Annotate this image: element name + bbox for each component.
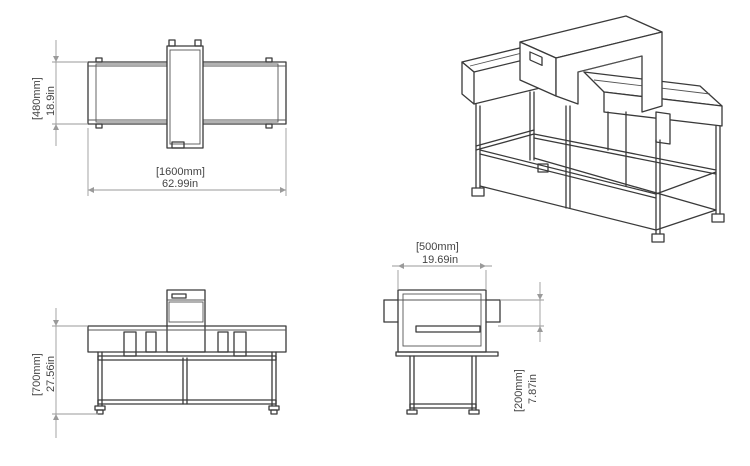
- side-width-dimension: [500mm] 19.69in: [392, 241, 492, 290]
- side-width-in: 19.69in: [422, 254, 458, 266]
- side-height-mm: [200mm]: [513, 369, 525, 412]
- top-length-dimension: [1600mm] 62.99in: [87, 128, 287, 196]
- side-height-in: 7.87in: [527, 374, 539, 404]
- front-height-in: 27.56in: [45, 356, 57, 392]
- top-height-mm: [480mm]: [31, 77, 43, 120]
- top-length-in: 62.99in: [162, 178, 198, 190]
- front-height-mm: [700mm]: [31, 353, 43, 396]
- side-height-dimension: [200mm] 7.87in: [498, 282, 544, 412]
- top-height-dimension: [480mm] 18.9in: [31, 40, 88, 146]
- side-width-mm: [500mm]: [416, 241, 459, 253]
- front-view: [87, 289, 287, 415]
- top-length-mm: [1600mm]: [156, 166, 205, 178]
- front-height-dimension: [700mm] 27.56in: [31, 308, 98, 438]
- side-view: [383, 289, 501, 415]
- top-view: [87, 39, 287, 149]
- isometric-view: [461, 15, 725, 243]
- top-height-in: 18.9in: [45, 86, 57, 116]
